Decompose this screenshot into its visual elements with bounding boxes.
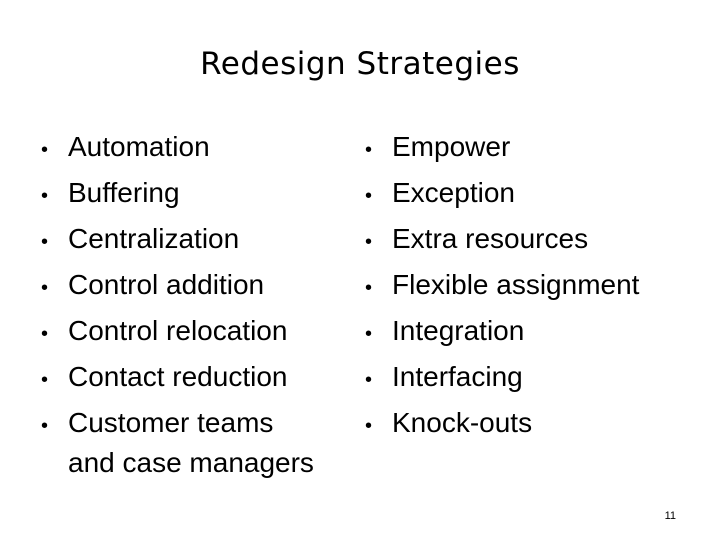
list-item-label: Empower <box>392 131 511 162</box>
bullet-icon: • <box>41 231 49 253</box>
list-item-label: Integration <box>392 315 525 346</box>
list-item-label: Interfacing <box>392 361 523 392</box>
list-item: • Automation <box>41 124 365 170</box>
bullet-icon: • <box>41 139 49 161</box>
list-item: • Exception <box>365 170 695 216</box>
bullet-icon: • <box>41 277 49 299</box>
bullet-icon: • <box>365 185 373 207</box>
list-item: • Empower <box>365 124 695 170</box>
bullet-icon: • <box>365 415 373 437</box>
bullet-icon: • <box>365 369 373 391</box>
list-item: • Control relocation <box>41 308 365 354</box>
list-item: • Extra resources <box>365 216 695 262</box>
slide-title: Redesign Strategies <box>200 46 520 82</box>
list-item: • Interfacing <box>365 354 695 400</box>
list-item-label: Knock-outs <box>392 407 533 438</box>
list-item-label: Customer teams <box>68 407 274 438</box>
list-item: • Integration <box>365 308 695 354</box>
bullet-icon: • <box>41 185 49 207</box>
list-item-label: Centralization <box>68 223 240 254</box>
bullet-icon: • <box>365 231 373 253</box>
list-item: • Contact reduction <box>41 354 365 400</box>
bullet-column-left: • Automation • Buffering • Centralizatio… <box>41 124 365 484</box>
slide-body: • Automation • Buffering • Centralizatio… <box>0 124 720 484</box>
list-item-label: Contact reduction <box>68 361 288 392</box>
list-item-label: Buffering <box>68 177 180 208</box>
list-item-label: Automation <box>68 131 210 162</box>
list-item-label: Control addition <box>68 269 265 300</box>
list-item: • Customer teams <box>41 400 365 446</box>
bullet-icon: • <box>41 323 49 345</box>
list-item: • Buffering <box>41 170 365 216</box>
list-item: • Knock-outs <box>365 400 695 446</box>
bullet-icon: • <box>365 323 373 345</box>
bullet-column-right: • Empower • Exception • Extra resources … <box>365 124 695 484</box>
bullet-icon: • <box>365 139 373 161</box>
bullet-icon: • <box>365 277 373 299</box>
list-item-continuation: and case managers <box>68 447 314 478</box>
page-number: 11 <box>664 510 676 522</box>
list-item-label: Flexible assignment <box>392 269 640 300</box>
bullet-icon: • <box>41 415 49 437</box>
list-item: • Centralization <box>41 216 365 262</box>
list-item-label: Control relocation <box>68 315 288 346</box>
bullet-icon: • <box>41 369 49 391</box>
list-item-label: Exception <box>392 177 515 208</box>
list-item-label: Extra resources <box>392 223 589 254</box>
list-item: • Control addition <box>41 262 365 308</box>
list-item: • Flexible assignment <box>365 262 695 308</box>
